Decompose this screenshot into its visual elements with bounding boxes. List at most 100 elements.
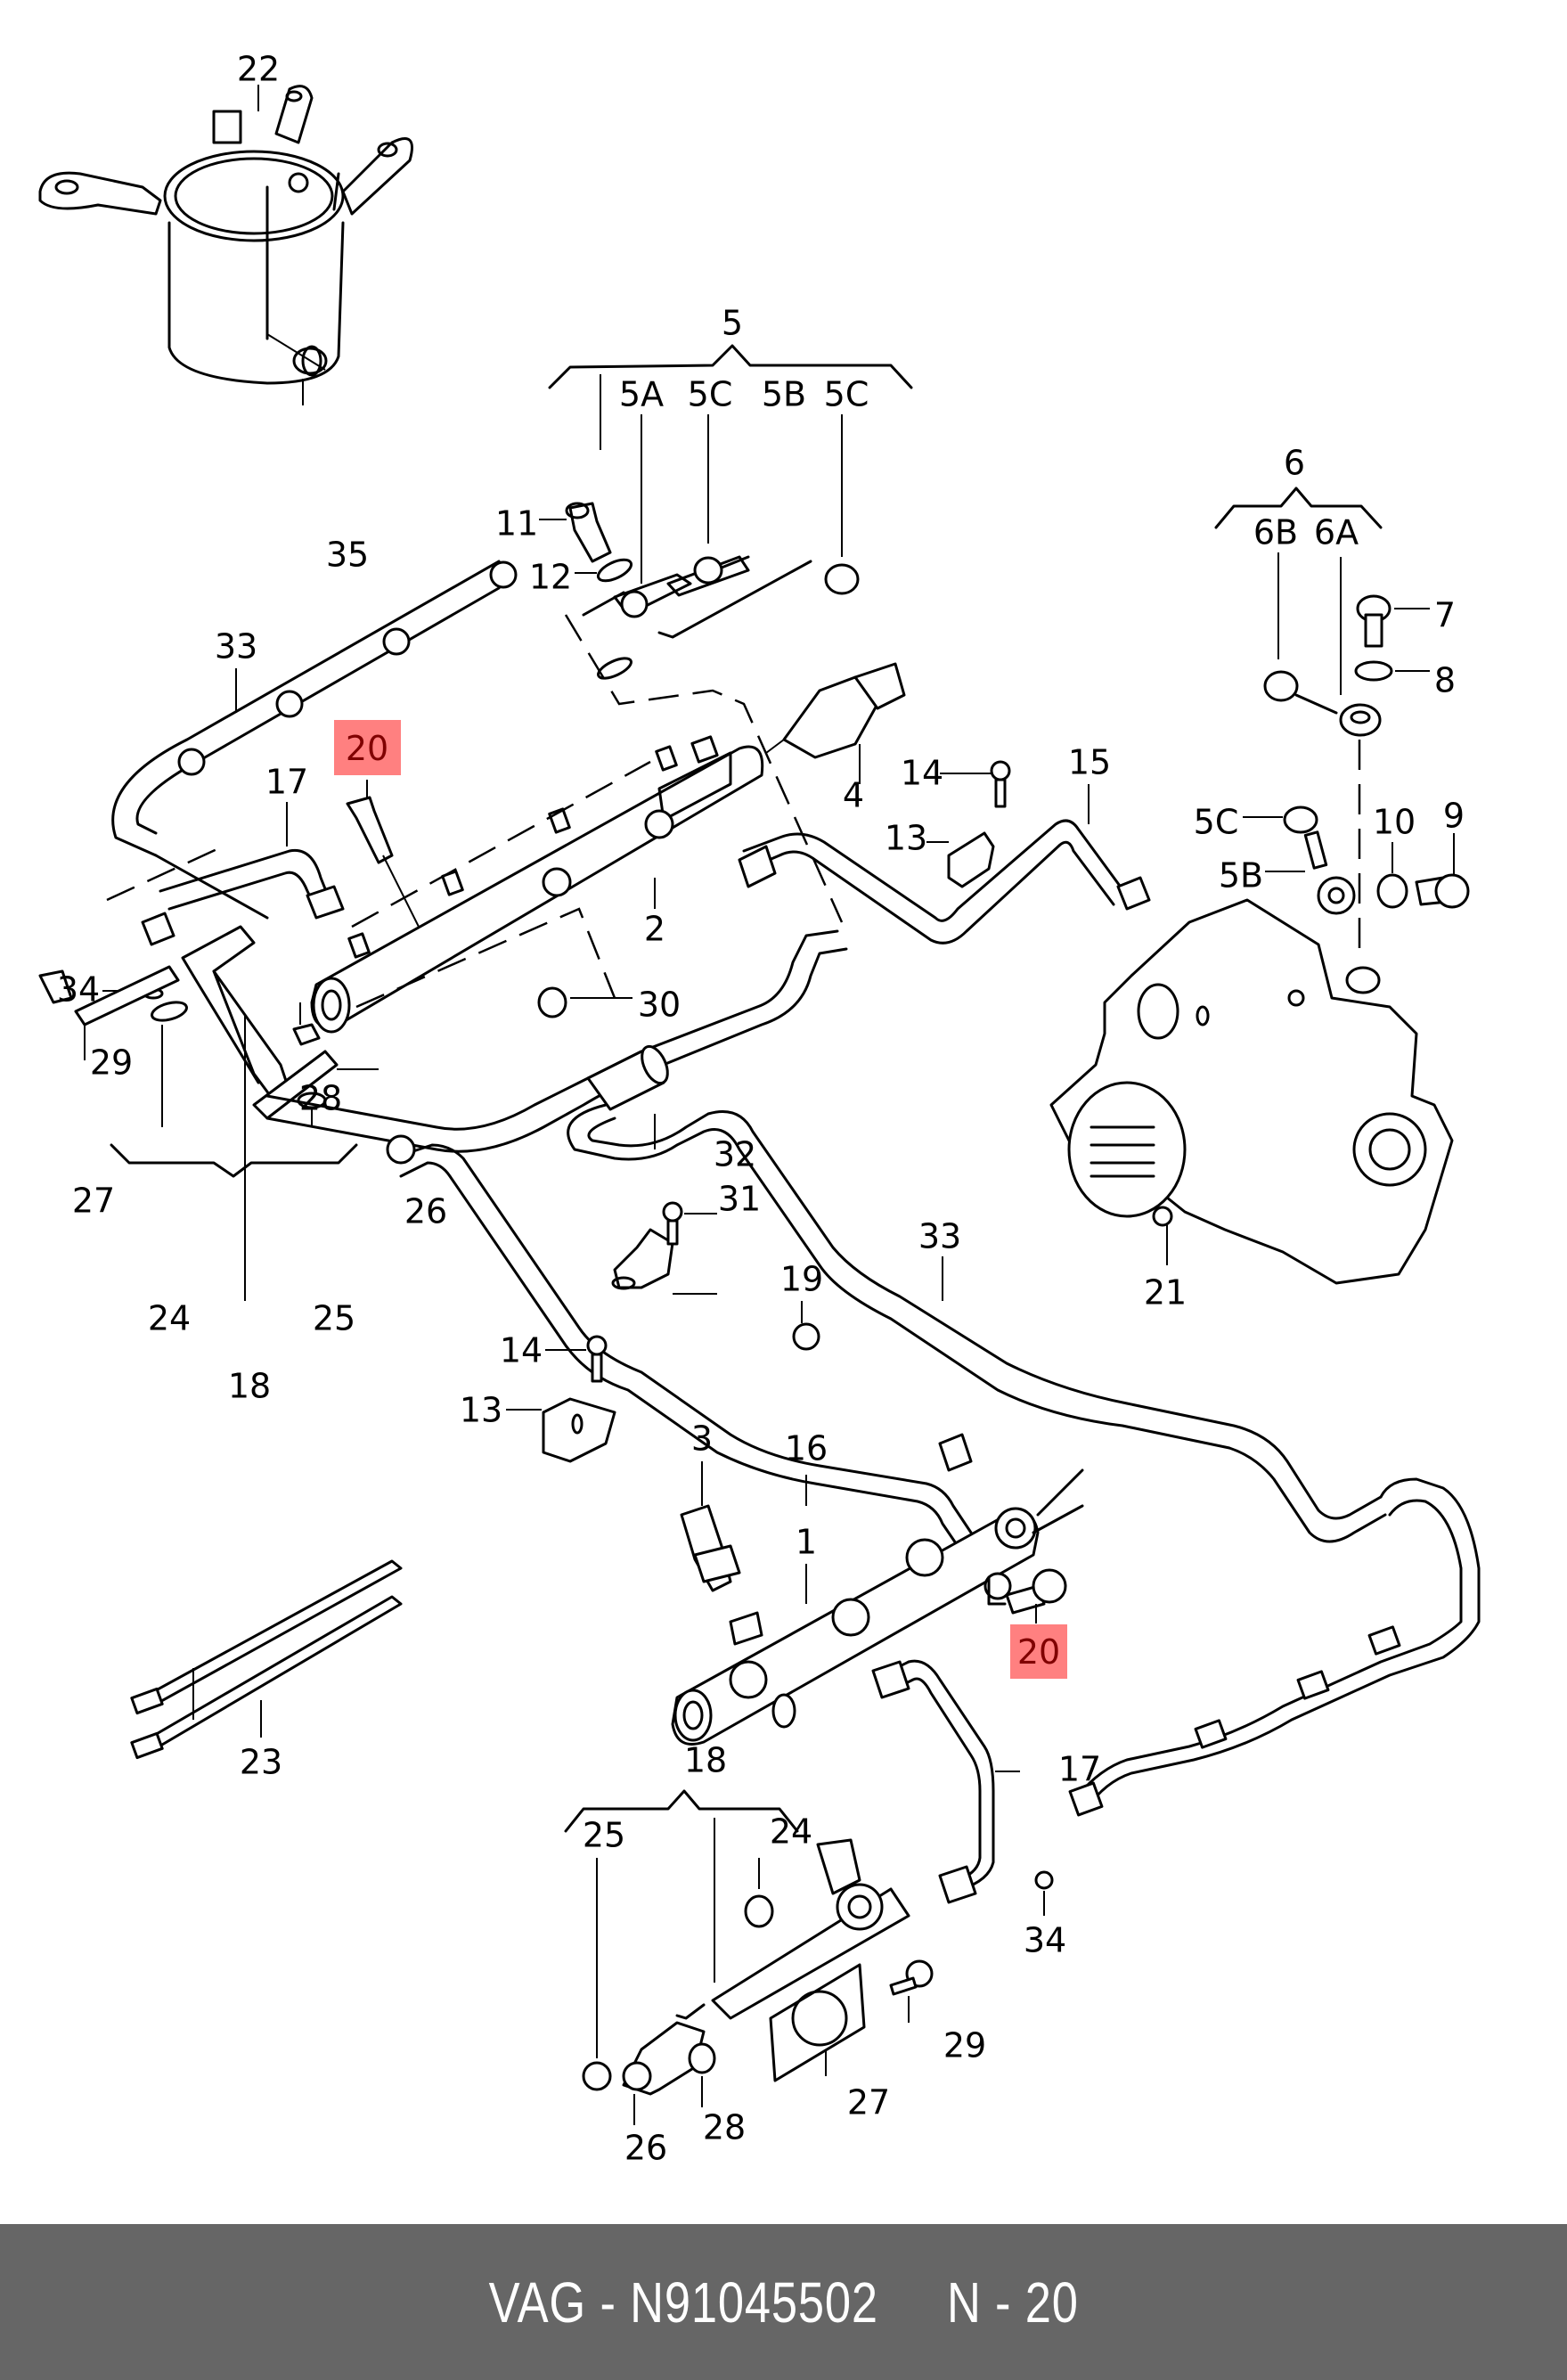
callout-c24b[interactable]: 24: [770, 1812, 812, 1852]
bolt-part-14-mid: [545, 1335, 608, 1383]
callout-c26b[interactable]: 26: [624, 2129, 667, 2168]
callout-c14b[interactable]: 14: [500, 1331, 543, 1370]
callout-c5c2[interactable]: 5C: [824, 375, 869, 414]
injector-part-18-left: [181, 925, 291, 1301]
callout-c25b[interactable]: 25: [583, 1816, 625, 1855]
washer-part-10: [1376, 842, 1408, 909]
clip-part-5c-right: [1243, 806, 1318, 834]
callout-c30[interactable]: 30: [638, 986, 681, 1025]
highlight-label: 20: [1017, 1632, 1060, 1672]
callout-c32[interactable]: 32: [714, 1135, 756, 1174]
group-bracket-6: [1214, 487, 1383, 737]
callout-c28b[interactable]: 28: [703, 2108, 746, 2147]
callout-c5b1[interactable]: 5B: [762, 375, 806, 414]
washer-part-12: [575, 558, 633, 583]
highlight-callout-20-upper[interactable]: 20: [334, 720, 401, 775]
callout-c29a[interactable]: 29: [90, 1043, 133, 1083]
nut-part-28-lower: [688, 2042, 716, 2107]
callout-c6[interactable]: 6: [1284, 444, 1305, 483]
callout-c1[interactable]: 1: [796, 1523, 817, 1562]
callout-c5c1[interactable]: 5C: [688, 375, 733, 414]
injector-part-18-lower: [675, 1818, 910, 2020]
callout-c5a[interactable]: 5A: [619, 375, 664, 414]
callout-c14a[interactable]: 14: [901, 754, 943, 793]
bolt-part-20-upper: [346, 780, 420, 928]
callout-c33b[interactable]: 33: [918, 1217, 961, 1256]
leak-off-line-part-33-lower: [1068, 1477, 1481, 1817]
footer-bar: VAG - N91045502 N - 20: [0, 2224, 1567, 2380]
callout-c29b[interactable]: 29: [943, 2026, 986, 2065]
fuel-rail-part-1: [671, 1468, 1084, 1746]
callout-c9[interactable]: 9: [1443, 797, 1465, 836]
group-bracket-5: [548, 344, 913, 584]
callout-c16[interactable]: 16: [785, 1429, 828, 1468]
callout-c2[interactable]: 2: [644, 910, 665, 949]
callout-c5b2[interactable]: 5B: [1219, 856, 1263, 896]
callout-c17a[interactable]: 17: [265, 763, 308, 802]
callout-c6a[interactable]: 6A: [1314, 513, 1359, 552]
highlight-callout-20-lower[interactable]: 20: [1010, 1624, 1067, 1679]
callout-c8[interactable]: 8: [1434, 661, 1456, 700]
callout-c34b[interactable]: 34: [1024, 1921, 1066, 1960]
bolt-part-14-upper: [940, 760, 1011, 808]
clamp-plate-part-27-lower: [769, 1963, 866, 2082]
callout-c28a[interactable]: 28: [299, 1079, 342, 1118]
clamp-part-35: [266, 333, 328, 405]
high-pressure-pump-part-21: [1049, 898, 1454, 1285]
washer-part-8: [1354, 660, 1430, 682]
clip-part-19: [792, 1301, 820, 1351]
highlight-box: [334, 720, 401, 775]
callout-c5c3[interactable]: 5C: [1194, 803, 1239, 842]
pressure-sensor-part-4: [765, 662, 906, 784]
clip-part-30: [537, 986, 633, 1018]
clamp-plate-part-27-left: [38, 965, 180, 1060]
callout-c22[interactable]: 22: [237, 50, 280, 89]
callout-c21[interactable]: 21: [1144, 1273, 1187, 1313]
callout-c15[interactable]: 15: [1068, 743, 1111, 782]
callout-c12[interactable]: 12: [529, 558, 572, 597]
callout-c27b[interactable]: 27: [847, 2083, 890, 2122]
fuel-line-loop: [567, 1103, 1387, 1543]
bracket-part-13-mid: [506, 1397, 616, 1463]
callout-c18a[interactable]: 18: [228, 1367, 271, 1406]
callout-c25a[interactable]: 25: [313, 1299, 355, 1338]
clamp-part-26-lower: [622, 2021, 706, 2125]
callout-c19[interactable]: 19: [780, 1260, 823, 1299]
leak-off-line-part-33-upper: [111, 560, 518, 857]
callout-c26a[interactable]: 26: [404, 1192, 447, 1231]
callout-c5[interactable]: 5: [722, 304, 743, 343]
callout-c11[interactable]: 11: [495, 504, 538, 544]
callout-c17b[interactable]: 17: [1058, 1750, 1101, 1789]
fuel-filter-part-22: [38, 85, 413, 385]
washer-part-25-lower: [582, 1858, 612, 2091]
callout-c10[interactable]: 10: [1373, 803, 1416, 842]
clip-part-5c: [693, 555, 860, 595]
bracket-part-13-upper: [926, 831, 995, 888]
nut-part-28-left: [292, 1002, 321, 1046]
callout-c4[interactable]: 4: [843, 776, 864, 815]
callout-c27a[interactable]: 27: [72, 1182, 115, 1221]
callout-c23[interactable]: 23: [240, 1743, 282, 1782]
pressure-sensor-part-3: [680, 1461, 741, 1592]
highlight-label: 20: [346, 729, 388, 768]
callout-c35[interactable]: 35: [326, 536, 369, 575]
bolt-part-20-lower: [987, 1568, 1067, 1623]
cable-ties-part-23: [130, 1559, 403, 1760]
injector-pipe-part-17-lower: [871, 1659, 1020, 1904]
parts-diagram: 223555A5C5B5C111233174214131566B6A785C5B…: [38, 50, 1481, 2168]
callout-c24a[interactable]: 24: [148, 1299, 191, 1338]
bolt-part-7: [1356, 594, 1430, 648]
bracket-part-31: [611, 1228, 717, 1295]
pressure-pipe-part-15: [738, 784, 1151, 945]
washer-part-34-lower: [1034, 1870, 1054, 1916]
callout-c3[interactable]: 3: [691, 1419, 713, 1459]
callout-c6b[interactable]: 6B: [1253, 513, 1298, 552]
callout-c34a[interactable]: 34: [57, 970, 100, 1010]
callout-c13a[interactable]: 13: [885, 819, 927, 858]
callout-c7[interactable]: 7: [1434, 596, 1456, 635]
callout-c31[interactable]: 31: [718, 1180, 761, 1219]
callout-c18b[interactable]: 18: [684, 1741, 727, 1780]
callout-c33a[interactable]: 33: [215, 627, 257, 667]
callout-c13b[interactable]: 13: [460, 1391, 502, 1430]
